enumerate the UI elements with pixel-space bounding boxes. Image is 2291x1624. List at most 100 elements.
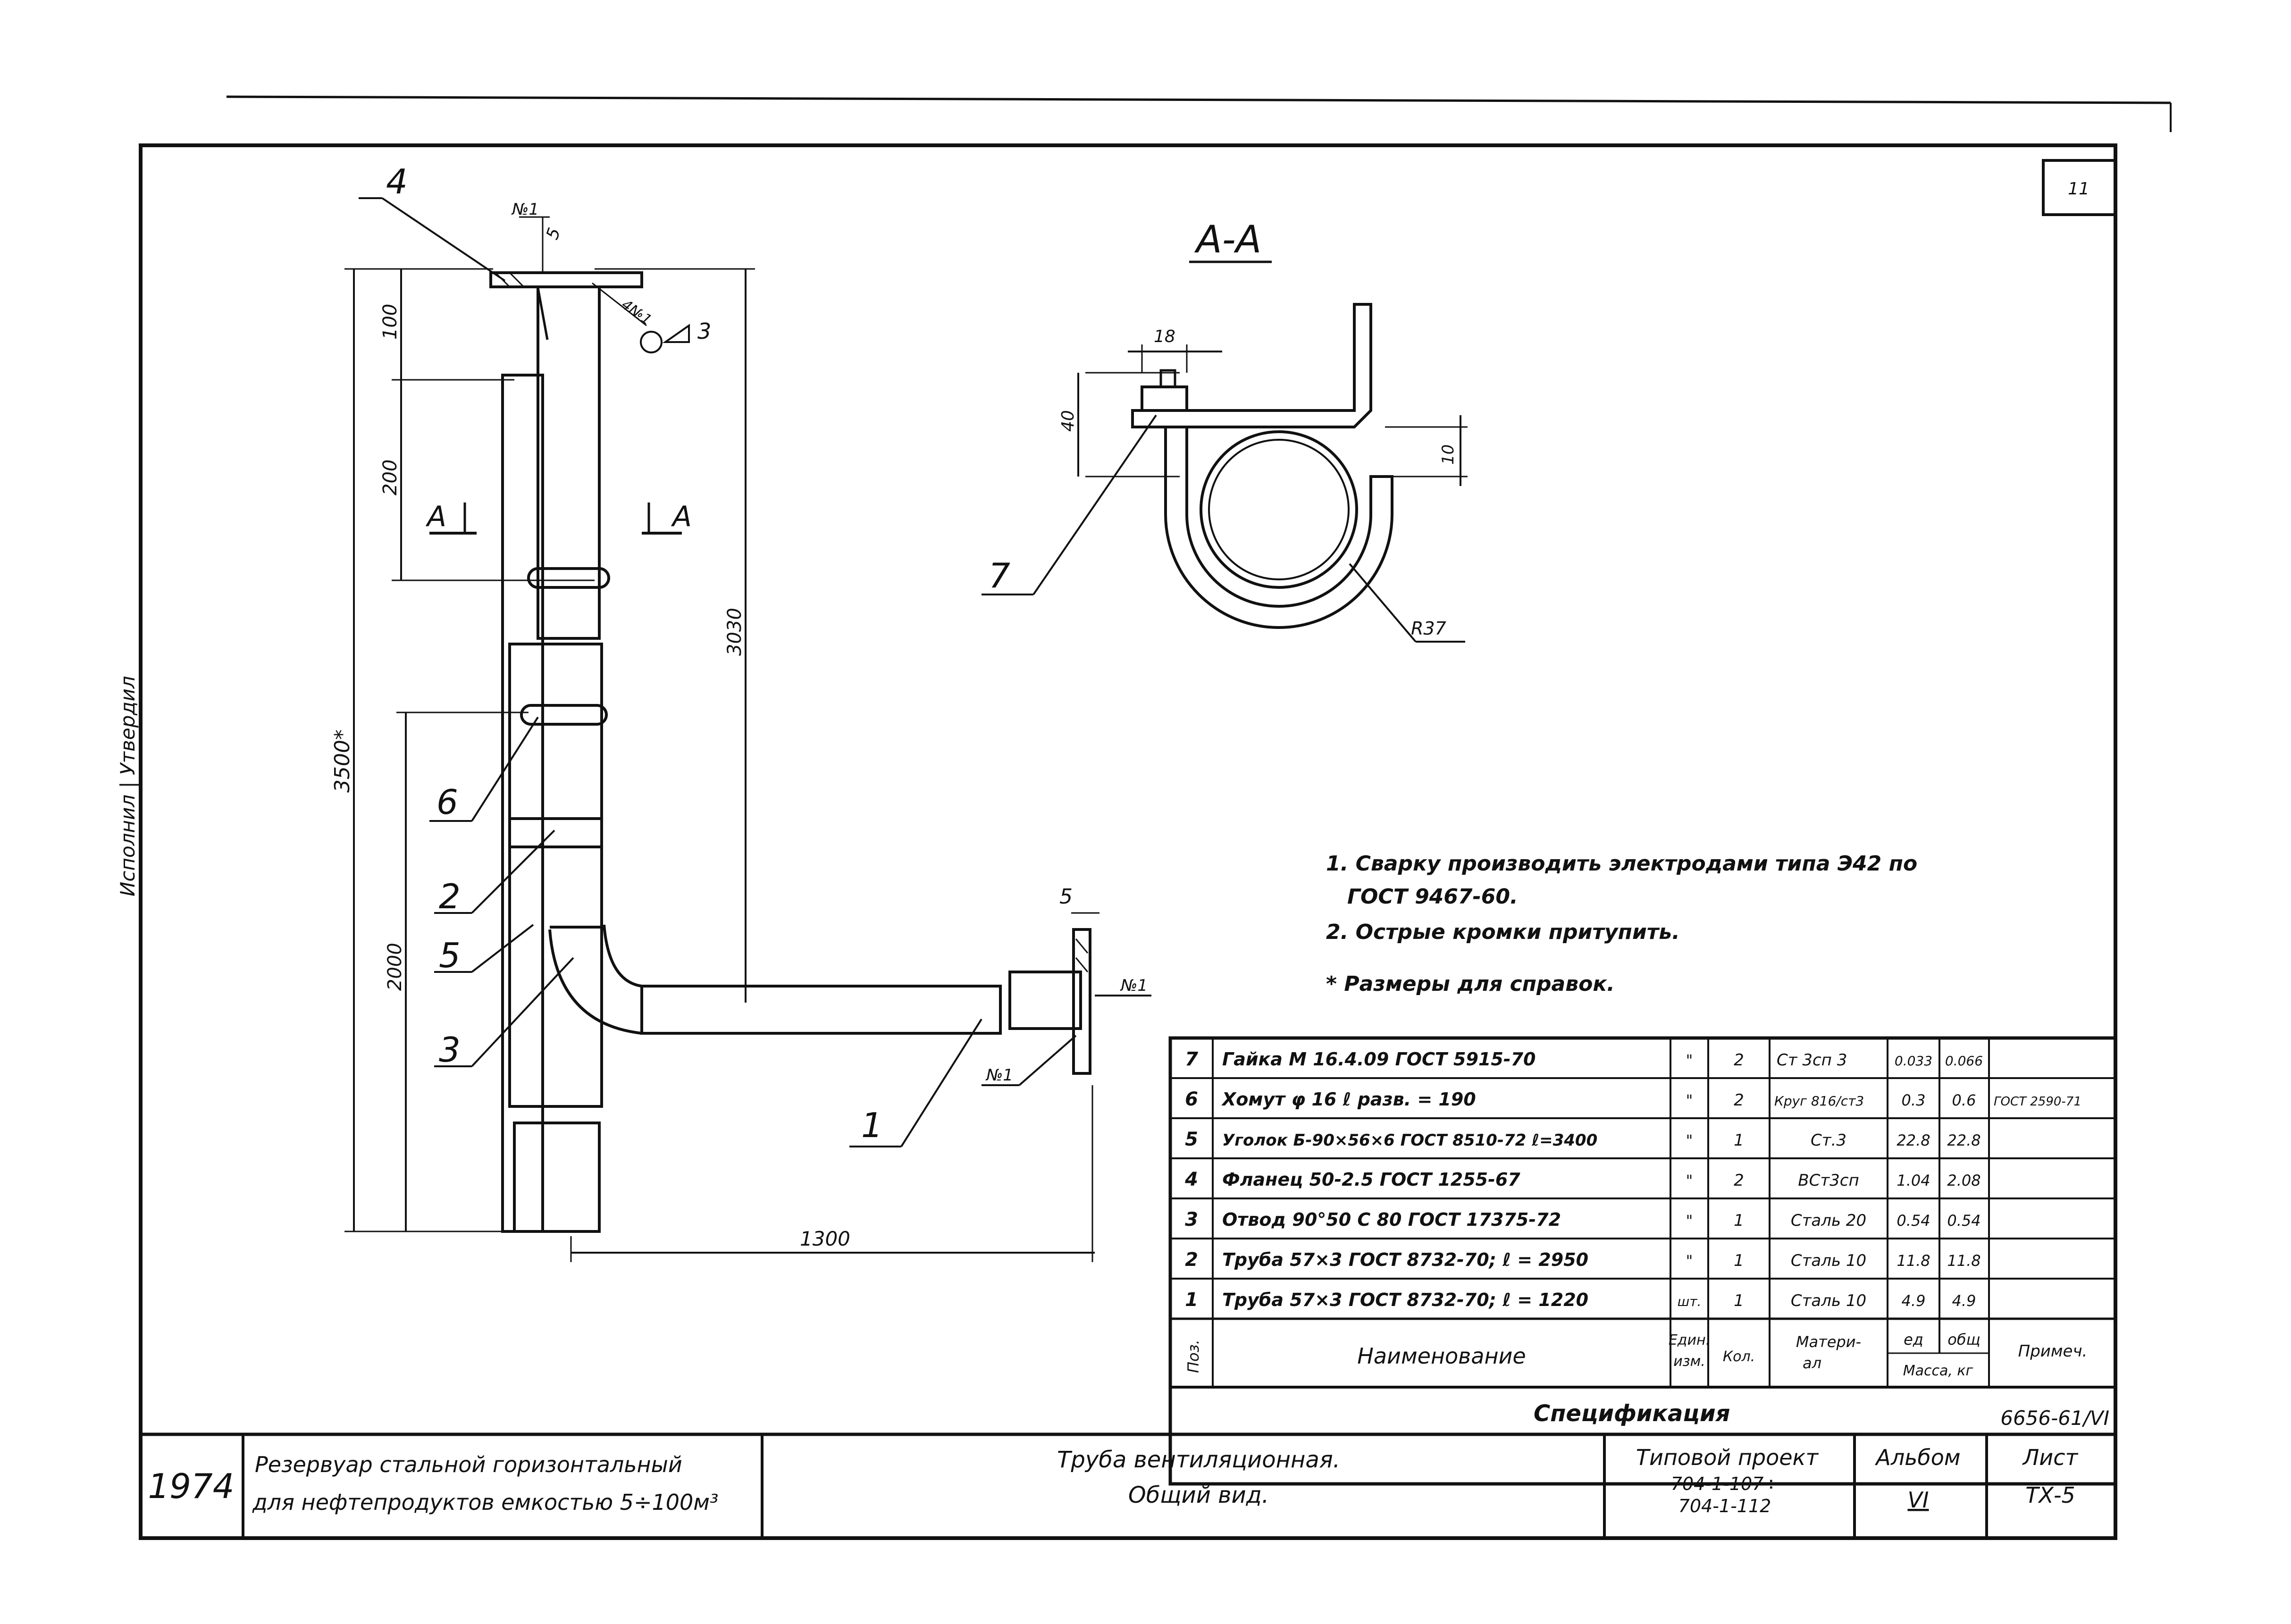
dim-1300: 1300 <box>800 1227 850 1250</box>
spec-pos: 4 <box>1184 1169 1198 1190</box>
weld-mark-side: 4№1 <box>618 296 655 328</box>
dim-3500: 3500* <box>330 729 354 793</box>
weld-symbol: 3 <box>697 318 711 344</box>
spec-qty: 2 <box>1734 1171 1744 1190</box>
title-album-label: Альбом <box>1874 1445 1960 1470</box>
title-album-value: VI <box>1907 1487 1929 1513</box>
spec-pos: 6 <box>1185 1088 1198 1110</box>
spec-total-mass: 22.8 <box>1947 1131 1980 1149</box>
weld-mark-flange: №1 <box>1120 976 1148 995</box>
spec-doc-code: 6656-61/VI <box>2000 1406 2109 1430</box>
spec-header-qty: Кол. <box>1723 1348 1755 1365</box>
title-project-line-1: Типовой проект <box>1636 1445 1819 1470</box>
callout-1: 1 <box>861 1105 883 1145</box>
spec-header-material-1: Матери- <box>1796 1333 1861 1351</box>
spec-unit-mass: 22.8 <box>1897 1131 1930 1149</box>
title-sheet-value: ТХ-5 <box>2025 1482 2075 1508</box>
spec-unit-mass: 4.9 <box>1902 1292 1926 1310</box>
title-sheet-label: Лист <box>2022 1445 2079 1470</box>
title-object-line-2: для нефтепродуктов емкостью 5÷100м³ <box>252 1490 718 1515</box>
spec-unit-mass: 0.3 <box>1902 1091 1926 1109</box>
title-object-line-1: Резервуар стальной горизонтальный <box>255 1452 682 1477</box>
dim-3030: 3030 <box>724 608 746 656</box>
spec-unit: " <box>1686 1212 1693 1230</box>
title-year: 1974 <box>148 1466 234 1506</box>
title-drawing-line-2: Общий вид. <box>1128 1482 1269 1508</box>
spec-name: Уголок Б-90×56×6 ГОСТ 8510-72 ℓ=3400 <box>1222 1131 1597 1150</box>
spec-header-pos: Поз. <box>1184 1339 1202 1373</box>
spec-unit: " <box>1686 1252 1693 1270</box>
spec-name: Отвод 90°50 С 80 ГОСТ 17375-72 <box>1222 1209 1561 1230</box>
spec-unit-mass: 1.04 <box>1897 1172 1930 1189</box>
spec-caption: Спецификация <box>1534 1400 1730 1427</box>
main-view-drawing <box>344 197 1151 1262</box>
spec-name: Труба 57×3 ГОСТ 8732-70; ℓ = 1220 <box>1222 1289 1588 1310</box>
note-line-1: 1. Сварку производить электродами типа Э… <box>1326 852 1917 876</box>
spec-header-unit-2: изм. <box>1673 1353 1705 1370</box>
spec-qty: 1 <box>1734 1251 1744 1270</box>
callout-4: 4 <box>386 162 408 201</box>
spec-pos: 1 <box>1185 1289 1198 1311</box>
spec-qty: 1 <box>1734 1291 1744 1310</box>
dim-100: 100 <box>379 304 401 340</box>
section-view-drawing <box>982 260 1468 643</box>
sheet-frame: 11 <box>139 95 2172 1540</box>
spec-material: Сталь 20 <box>1791 1211 1866 1230</box>
note-line-3: 2. Острые кромки притупить. <box>1326 920 1680 944</box>
spec-name: Хомут φ 16 ℓ разв. = 190 <box>1221 1089 1476 1110</box>
dim-5-right: 5 <box>1059 885 1073 909</box>
dim-2000: 2000 <box>384 943 406 991</box>
spec-row: 6 Хомут φ 16 ℓ разв. = 190 " 2 Круг 816/… <box>1185 1088 2081 1110</box>
weld-mark-top: №1 <box>511 200 539 219</box>
title-project-line-3: 704-1-112 <box>1678 1496 1771 1516</box>
dim-40: 40 <box>1058 410 1078 432</box>
spec-name: Фланец 50-2.5 ГОСТ 1255-67 <box>1222 1169 1520 1190</box>
spec-note: ГОСТ 2590-71 <box>1994 1095 2081 1109</box>
spec-unit: шт. <box>1678 1294 1702 1309</box>
note-line-2: ГОСТ 9467-60. <box>1347 885 1518 909</box>
spec-pos: 7 <box>1185 1048 1198 1070</box>
spec-row: 5 Уголок Б-90×56×6 ГОСТ 8510-72 ℓ=3400 "… <box>1185 1129 1981 1150</box>
spec-header-note: Примеч. <box>2018 1342 2088 1361</box>
dim-10: 10 <box>1439 444 1458 465</box>
spec-qty: 2 <box>1734 1051 1744 1070</box>
dim-r37: R37 <box>1411 618 1446 639</box>
callout-7: 7 <box>989 556 1010 595</box>
spec-unit-mass: 0.54 <box>1897 1212 1930 1230</box>
weld-mark-bottom: №1 <box>985 1066 1013 1085</box>
callout-3: 3 <box>439 1030 461 1070</box>
spec-header-name: Наименование <box>1357 1343 1526 1369</box>
spec-material: Сталь 10 <box>1791 1291 1866 1310</box>
section-mark-left: A <box>425 500 446 533</box>
spec-material: Сталь 10 <box>1791 1251 1866 1270</box>
spec-pos: 5 <box>1185 1129 1198 1150</box>
spec-header-mass-unit: ед <box>1904 1331 1923 1348</box>
title-project-line-2: 704-1-107÷ <box>1671 1473 1779 1494</box>
spec-unit-mass: 11.8 <box>1897 1252 1930 1270</box>
section-mark-right: A <box>671 500 692 533</box>
dim-200: 200 <box>379 460 401 495</box>
dim-5-top: 5 <box>543 226 564 243</box>
callout-6: 6 <box>436 782 458 822</box>
title-drawing-line-1: Труба вентиляционная. <box>1057 1447 1340 1473</box>
spec-total-mass: 0.066 <box>1945 1053 1983 1069</box>
note-line-4: * Размеры для справок. <box>1326 972 1615 996</box>
spec-row: 1 Труба 57×3 ГОСТ 8732-70; ℓ = 1220 шт. … <box>1185 1289 1976 1311</box>
dim-18: 18 <box>1154 327 1175 346</box>
spec-row: 7 Гайка М 16.4.09 ГОСТ 5915-70 " 2 Ст 3с… <box>1185 1048 1983 1070</box>
spec-material: ВСт3сп <box>1798 1171 1859 1190</box>
spec-name: Труба 57×3 ГОСТ 8732-70; ℓ = 2950 <box>1222 1249 1588 1270</box>
spec-header-mass-total: общ <box>1947 1331 1980 1348</box>
spec-total-mass: 0.6 <box>1952 1091 1976 1109</box>
section-view-label: A-A <box>1194 218 1261 261</box>
spec-total-mass: 2.08 <box>1947 1172 1980 1189</box>
spec-material: Круг 816/ст3 <box>1774 1093 1864 1109</box>
spec-material: Ст.3 <box>1811 1131 1846 1150</box>
spec-qty: 1 <box>1734 1131 1744 1150</box>
spec-row: 3 Отвод 90°50 С 80 ГОСТ 17375-72 " 1 Ста… <box>1185 1209 1981 1231</box>
title-block <box>141 1387 2115 1538</box>
spec-pos: 2 <box>1185 1249 1198 1271</box>
spec-pos: 3 <box>1185 1209 1198 1231</box>
spec-total-mass: 4.9 <box>1952 1292 1976 1310</box>
